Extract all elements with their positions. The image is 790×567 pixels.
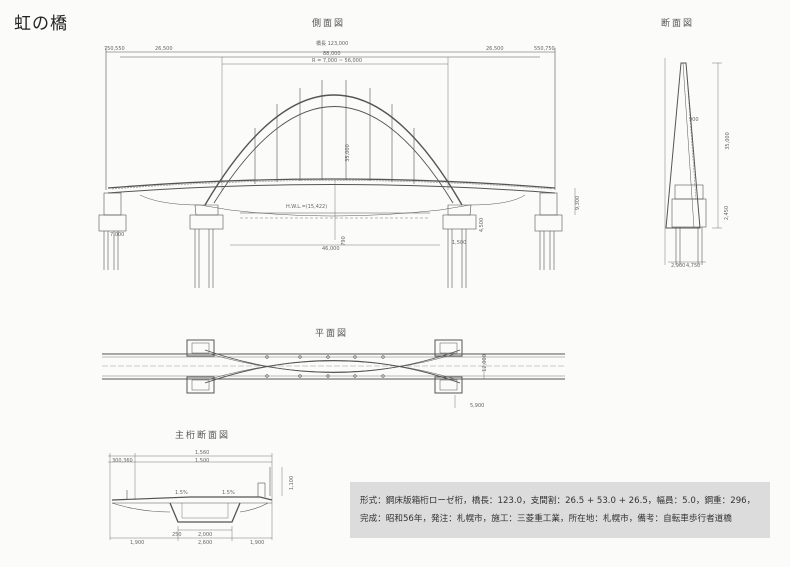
girder-dim-total: 1,560 [195,450,210,456]
section-view-title: 断面図 [661,19,695,29]
plan-dim-width: 12,000 [481,354,488,372]
info-box: 形式：鋼床版箱桁ローゼ桁，橋長：123.0，支間割：26.5 + 53.0 + … [350,482,770,538]
dim-rise: 35,000 [344,144,351,162]
dim-right-end: 550,750 [534,46,555,52]
side-view-drawing [98,48,576,288]
girder-dim-bottom-left: 1,900 [130,540,145,546]
section-dim-base-right: 4,750 [686,263,701,269]
info-line-2: 完成：昭和56年，発注：札幌市，施工：三菱重工業，所在地：札幌市，備考：自転車歩… [360,514,732,524]
girder-dim-left-parts: 300,360 [112,458,133,464]
section-view-drawing [664,58,722,265]
dim-pier-right: 1,500 [452,240,467,246]
dim-vert: 4,500 [479,217,486,233]
info-line-1: 形式：鋼床版箱桁ローゼ桁，橋長：123.0，支間割：26.5 + 53.0 + … [360,496,756,506]
page-title: 虹の橋 [14,14,68,34]
dim-radius: R = 7,000 ~ 56,000 [312,58,363,64]
dim-left-seg: 26,500 [155,46,173,52]
section-dim-base-left: 2,900 [671,263,686,269]
girder-dim-bracket: 250 [172,532,182,538]
dim-center: 88,000 [323,51,341,57]
dim-base: 46,000 [322,246,340,252]
section-dim-top: 900 [689,117,699,123]
girder-dim-height: 1,100 [289,475,296,491]
plan-dim-edge: 5,900 [470,403,485,409]
dim-mid-depth: 790 [340,236,347,246]
girder-dim-inner: 1,500 [195,458,210,464]
girder-slope-left: 1.5% [175,490,188,496]
girder-dim-bottom-center: 2,000 [198,532,213,538]
girder-dim-bottom-right: 1,900 [250,540,265,546]
plan-view-title: 平面図 [315,329,349,339]
girder-slope-right: 1.5% [222,490,235,496]
side-view-title: 側面図 [312,19,346,29]
dim-right-seg: 26,500 [486,46,504,52]
girder-dim-center-low: 2,600 [198,540,213,546]
dim-total: 橋長 123,000 [316,41,349,47]
plan-view-drawing [102,339,565,408]
girder-view-title: 主桁断面図 [175,431,231,441]
dim-left-end: 750,550 [104,46,125,52]
dim-pier-left: 7,000 [110,232,125,238]
girder-section-drawing [108,453,283,541]
dim-height: 9,300 [575,195,582,211]
dim-chord: H.W.L.=(15,422) [286,204,328,210]
section-dim-height: 35,000 [724,132,731,150]
section-dim-foot: 2,450 [724,205,731,221]
